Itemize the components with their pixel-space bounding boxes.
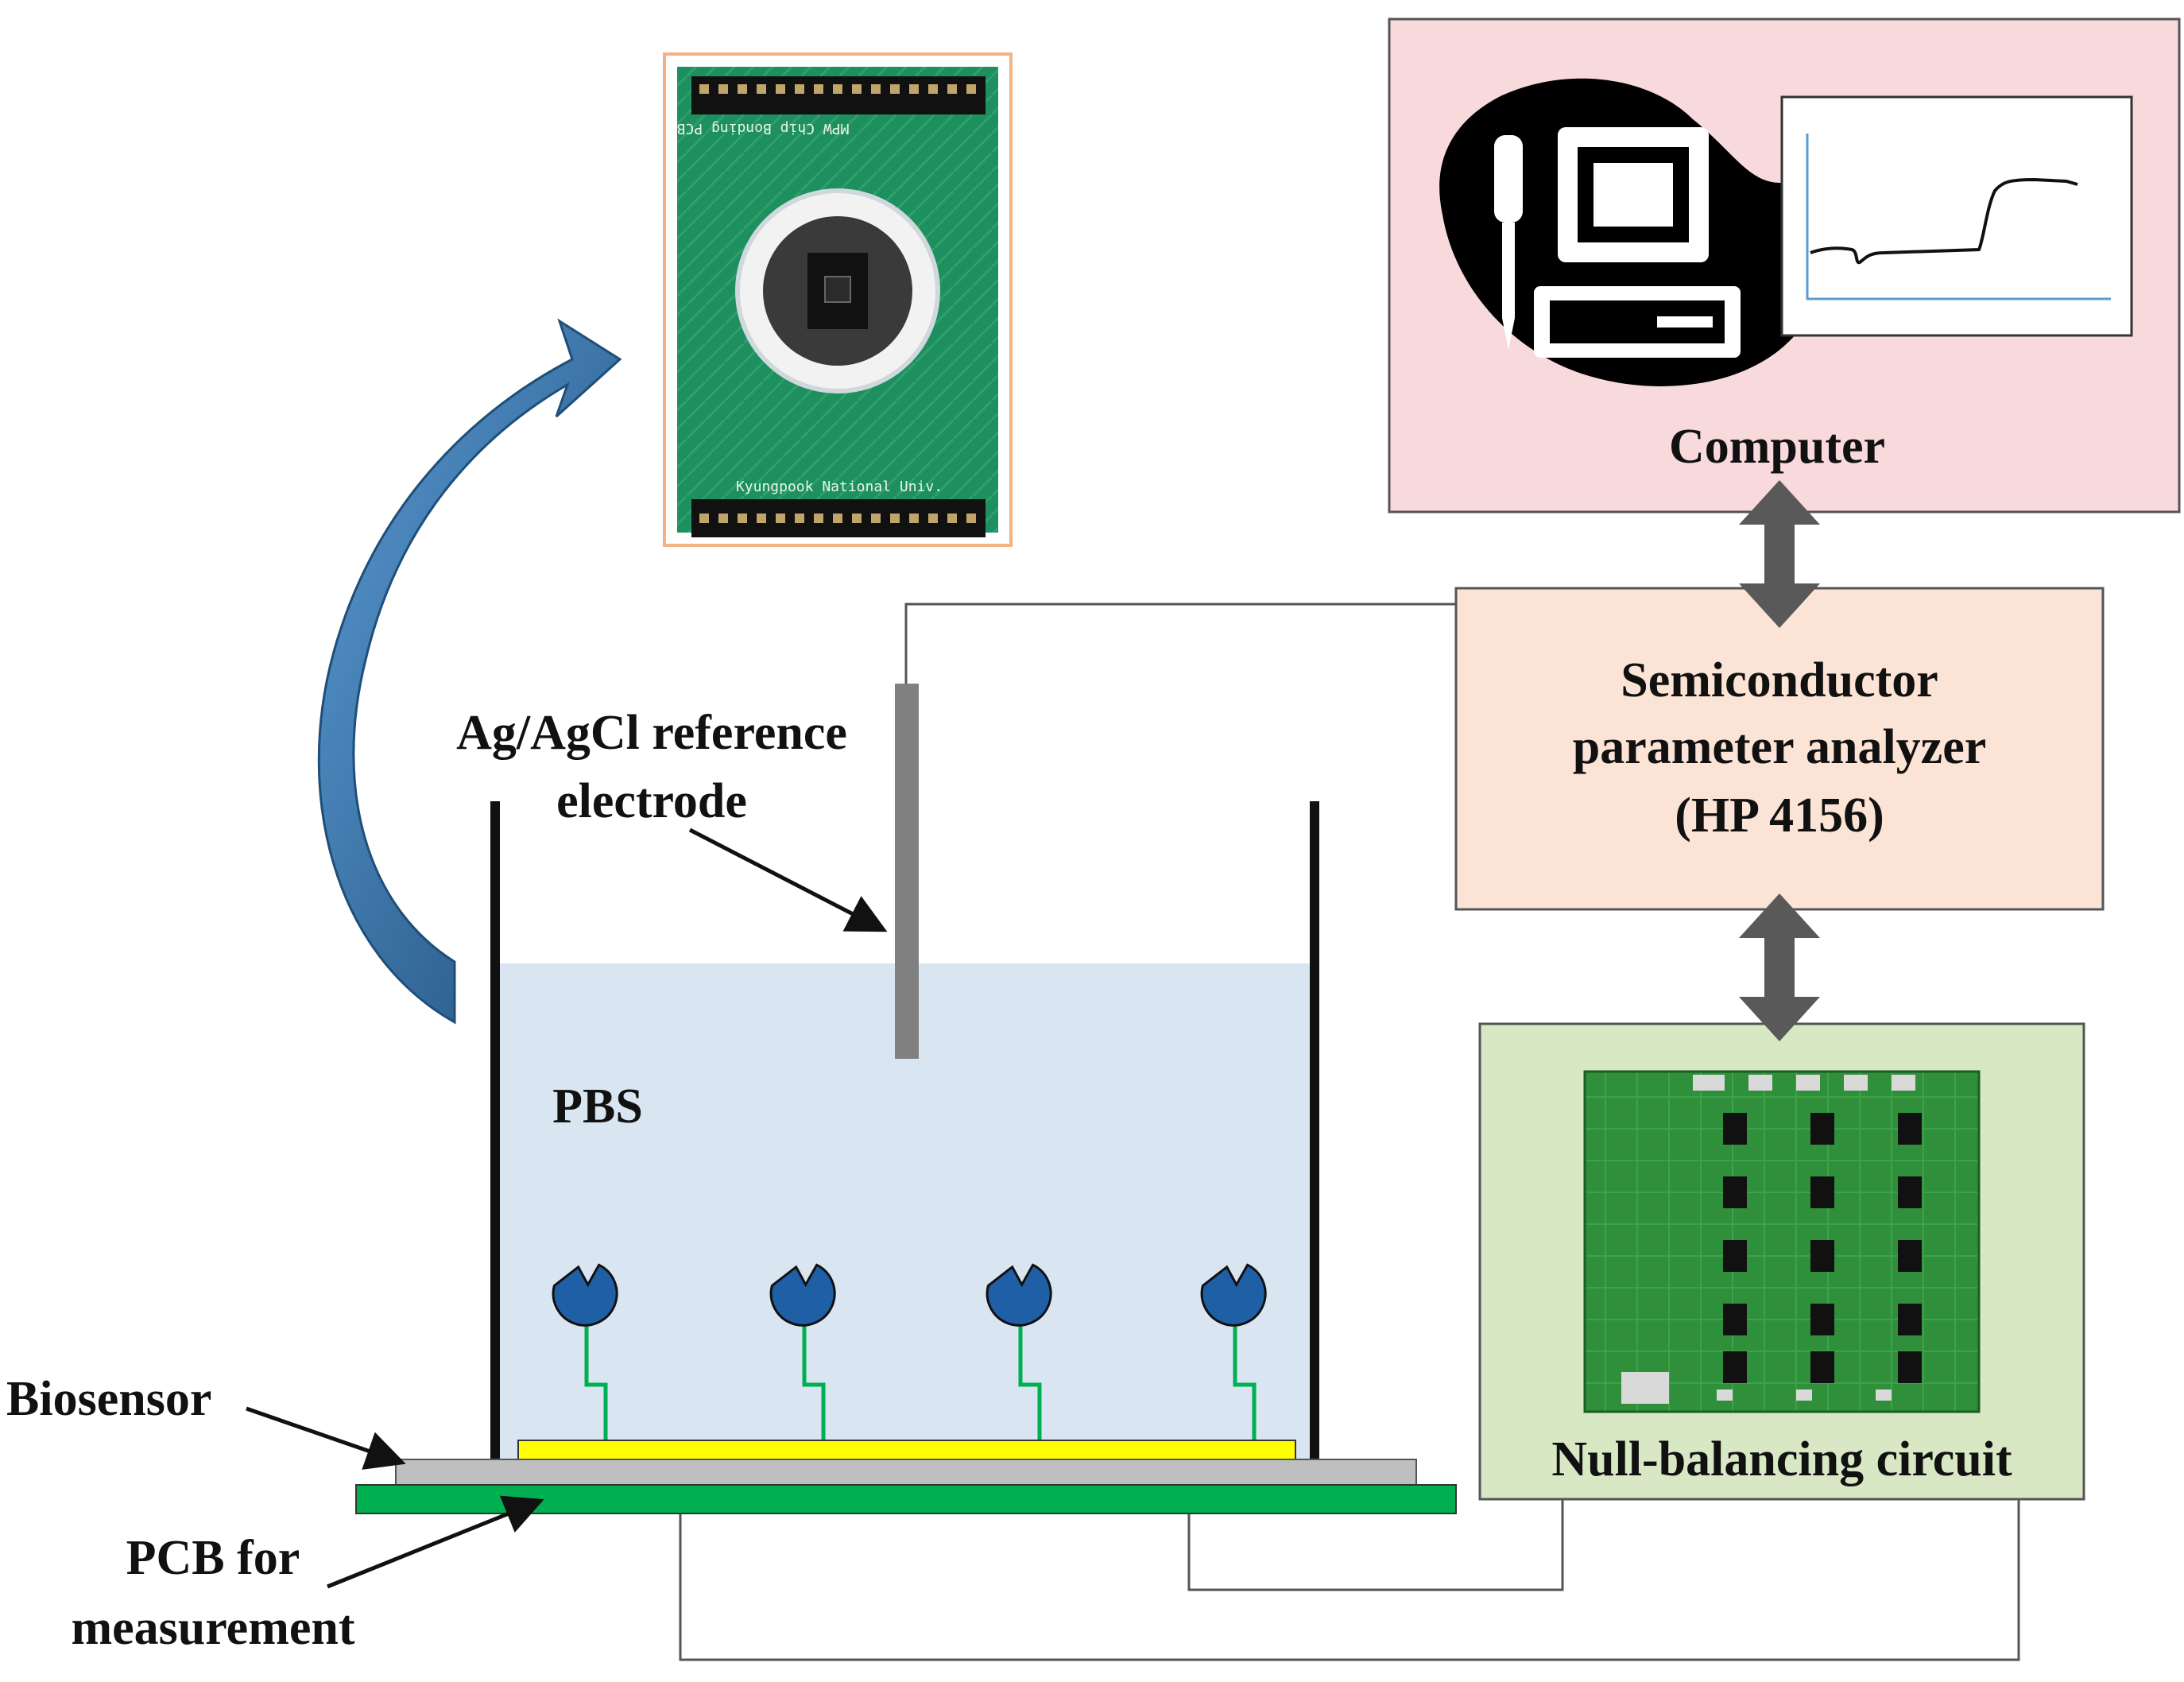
computer-label: Computer: [1669, 420, 1885, 474]
analyzer-circuit-arrow: [1739, 893, 1820, 1041]
pcb-label-line1: PCB for: [126, 1531, 300, 1585]
analyzer-label-line1: Semiconductor: [1621, 653, 1938, 707]
wires: [679, 603, 2020, 1661]
probe-2: [769, 1263, 836, 1440]
null-circuit-label: Null-balancing circuit: [1551, 1432, 2012, 1486]
analyzer-label-line3: (HP 4156): [1675, 789, 1884, 843]
chip-silkscreen-bottom: Kyungpook National Univ.: [736, 479, 943, 495]
pcb-to-circuit-wire-2: [679, 1499, 2020, 1661]
pbs-label: PBS: [552, 1079, 643, 1134]
computer-analyzer-arrow: [1739, 480, 1820, 628]
reference-label-line2: electrode: [556, 774, 747, 828]
probe-4: [1200, 1263, 1267, 1440]
biosensor-label: Biosensor: [6, 1372, 211, 1426]
computer-block: Computer: [1388, 17, 2181, 514]
pcb-pointer: [327, 1495, 544, 1589]
analyzer-block: Semiconductor parameter analyzer (HP 415…: [1454, 587, 2105, 911]
computer-icon: [1439, 78, 1826, 386]
null-circuit-block: Null-balancing circuit: [1478, 1022, 2085, 1501]
chip-pcb-photo: MPW Chip Bonding PCB Kyungpook National …: [663, 52, 1013, 547]
chip-silkscreen-top: MPW Chip Bonding PCB: [677, 120, 850, 137]
sensing-layer: [517, 1440, 1296, 1462]
biosensor-pointer: [246, 1406, 406, 1470]
zoom-curved-arrow: [317, 318, 622, 1025]
cell-wall-left: [490, 801, 500, 1461]
circuit-board-photo: [1583, 1070, 1981, 1413]
analyzer-box: [1454, 587, 2105, 911]
reference-pointer: [688, 827, 888, 932]
reference-electrode-wire: [904, 603, 1456, 684]
cell-wall-right: [1310, 801, 1319, 1461]
plot-thumbnail-icon: [1780, 95, 2133, 337]
reference-label-line1: Ag/AgCl reference: [456, 706, 847, 760]
probe-1: [552, 1263, 618, 1440]
probe-3: [986, 1263, 1052, 1440]
reference-electrode: [895, 684, 919, 1059]
pcb-to-circuit-wire-1: [1187, 1499, 1564, 1591]
measurement-cell: PBS: [490, 684, 1319, 1461]
biosensor-layer: [395, 1459, 1417, 1487]
analyzer-label-line2: parameter analyzer: [1573, 720, 1987, 774]
pcb-label-line2: measurement: [72, 1601, 355, 1655]
